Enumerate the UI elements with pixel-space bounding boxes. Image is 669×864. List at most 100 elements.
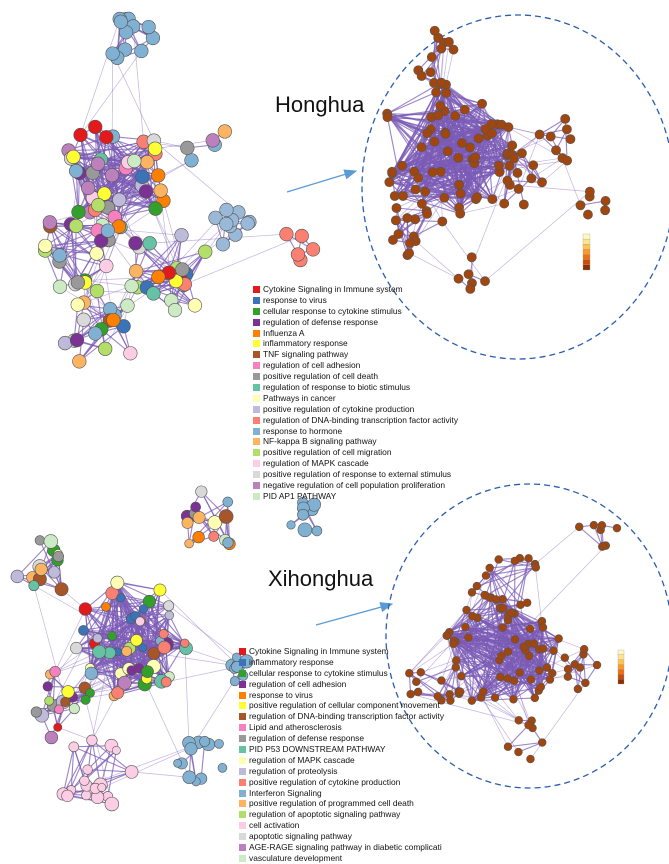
legend-swatch bbox=[253, 482, 260, 489]
network-node bbox=[77, 313, 91, 327]
network-edge bbox=[387, 92, 436, 113]
scale-swatch bbox=[583, 265, 590, 270]
network-node bbox=[391, 216, 400, 225]
network-node bbox=[525, 721, 533, 729]
network-node bbox=[383, 113, 392, 122]
network-node bbox=[495, 556, 503, 564]
legend-swatch bbox=[253, 297, 260, 304]
network-node bbox=[61, 697, 71, 707]
network-node bbox=[561, 654, 569, 662]
legend-label: Influenza A bbox=[263, 328, 304, 339]
network-node bbox=[463, 606, 471, 614]
network-node bbox=[488, 195, 497, 204]
network-node bbox=[546, 132, 555, 141]
legend-swatch bbox=[239, 822, 246, 829]
network-node bbox=[81, 181, 95, 195]
network-node bbox=[73, 355, 87, 369]
legend-item: regulation of response to biotic stimulu… bbox=[253, 382, 458, 393]
legend-swatch bbox=[239, 670, 246, 677]
network-node bbox=[515, 748, 523, 756]
network-node bbox=[182, 517, 193, 528]
network-node bbox=[83, 765, 93, 775]
legend-swatch bbox=[253, 395, 260, 402]
network-node bbox=[154, 584, 166, 596]
legend-label: positive regulation of programmed cell d… bbox=[249, 798, 414, 809]
network-node bbox=[45, 731, 58, 744]
network-node bbox=[117, 594, 125, 602]
network-node bbox=[158, 641, 171, 654]
network-node bbox=[474, 134, 483, 143]
network-node bbox=[535, 130, 544, 139]
network-edge bbox=[81, 51, 142, 135]
legend-swatch bbox=[239, 648, 246, 655]
honghua-title: Honghua bbox=[275, 92, 365, 117]
network-node bbox=[53, 551, 64, 562]
legend-item: apoptotic signaling pathway bbox=[239, 831, 444, 842]
legend-label: regulation of MAPK cascade bbox=[263, 458, 369, 469]
network-edge bbox=[166, 667, 237, 682]
network-node bbox=[139, 644, 147, 652]
network-node bbox=[467, 253, 476, 262]
network-node bbox=[55, 583, 68, 596]
network-node bbox=[576, 201, 585, 210]
network-node bbox=[218, 125, 232, 139]
network-node bbox=[500, 199, 509, 208]
network-node bbox=[53, 280, 67, 294]
network-node bbox=[535, 667, 543, 675]
legend-swatch bbox=[239, 811, 246, 818]
network-node bbox=[525, 554, 533, 562]
legend-swatch bbox=[253, 449, 260, 456]
scale-swatch bbox=[618, 660, 624, 665]
network-node bbox=[185, 154, 199, 168]
network-node bbox=[456, 189, 465, 198]
network-node bbox=[428, 168, 437, 177]
network-node bbox=[440, 193, 449, 202]
legend-item: PID AP1 PATHWAY bbox=[253, 491, 458, 502]
network-node bbox=[563, 156, 572, 165]
network-node bbox=[508, 141, 517, 150]
legend-item: negative regulation of cell population p… bbox=[253, 480, 458, 491]
network-node bbox=[469, 612, 477, 620]
legend-swatch bbox=[239, 724, 246, 731]
network-node bbox=[161, 677, 171, 687]
legend-label: regulation of defense response bbox=[263, 317, 378, 328]
legend-item: AGE-RAGE signaling pathway in diabetic c… bbox=[239, 842, 444, 853]
network-node bbox=[515, 716, 523, 724]
network-node bbox=[496, 673, 504, 681]
legend-label: Interferon Signaling bbox=[249, 788, 322, 799]
network-node bbox=[443, 147, 452, 156]
network-node bbox=[427, 52, 436, 61]
network-node bbox=[85, 667, 98, 680]
network-node bbox=[214, 739, 223, 748]
legend-item: positive regulation of cytokine producti… bbox=[253, 404, 458, 415]
network-node bbox=[48, 567, 60, 579]
network-node bbox=[143, 236, 157, 250]
network-node bbox=[50, 666, 61, 677]
legend-swatch bbox=[239, 713, 246, 720]
network-node bbox=[306, 243, 320, 257]
network-node bbox=[498, 652, 506, 660]
legend-item: regulation of MAPK cascade bbox=[239, 755, 444, 766]
network-node bbox=[511, 636, 519, 644]
legend-item: regulation of apoptotic signaling pathwa… bbox=[239, 809, 444, 820]
scale-swatch bbox=[618, 665, 624, 670]
network-node bbox=[598, 521, 606, 529]
network-node bbox=[550, 647, 558, 655]
network-node bbox=[543, 664, 551, 672]
network-node bbox=[497, 120, 506, 129]
network-node bbox=[181, 639, 190, 648]
network-node bbox=[491, 694, 499, 702]
legend-swatch bbox=[253, 406, 260, 413]
legend-item: regulation of cell adhesion bbox=[253, 360, 458, 371]
legend-item: inflammatory response bbox=[239, 657, 444, 668]
network-node bbox=[43, 216, 57, 230]
legend-item: cell activation bbox=[239, 820, 444, 831]
network-node bbox=[193, 531, 205, 543]
legend-label: regulation of cell adhesion bbox=[249, 679, 346, 690]
legend-label: positive regulation of cytokine producti… bbox=[263, 404, 414, 415]
legend-label: Cytokine Signaling in Immune system bbox=[263, 284, 403, 295]
network-node bbox=[70, 333, 84, 347]
legend-label: PID AP1 PATHWAY bbox=[263, 491, 336, 502]
legend-item: TNF signaling pathway bbox=[253, 349, 458, 360]
legend-label: regulation of apoptotic signaling pathwa… bbox=[249, 809, 400, 820]
